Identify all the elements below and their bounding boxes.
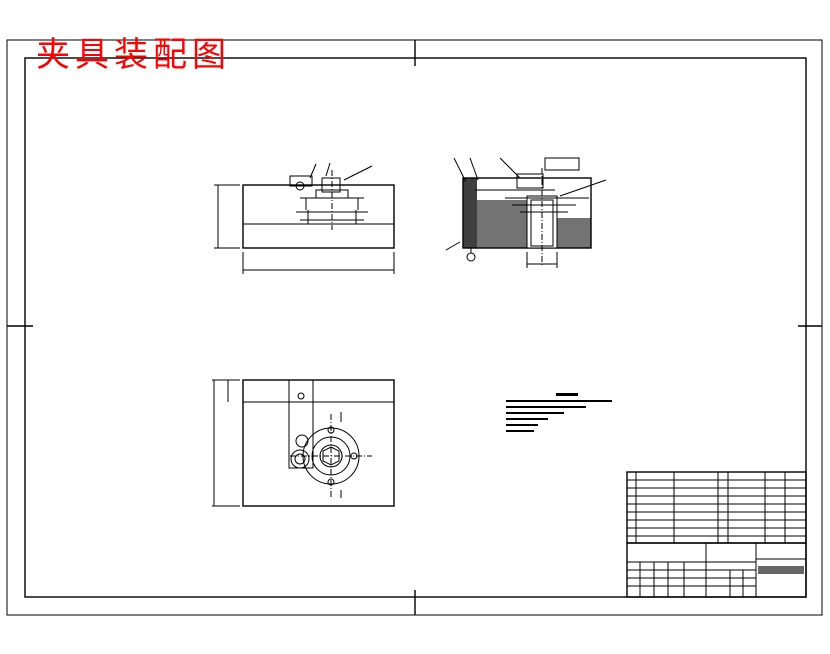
outer-border: [6, 39, 823, 616]
section-view: [445, 157, 607, 268]
inner-frame: [24, 57, 807, 598]
technical-notes: [506, 393, 612, 432]
top-view: [212, 379, 395, 507]
title-block: [626, 542, 807, 598]
parts-list: [626, 471, 807, 544]
drawing-title: 夹具装配图: [36, 35, 231, 75]
centering-marks: [7, 40, 822, 615]
front-view: [214, 162, 395, 274]
